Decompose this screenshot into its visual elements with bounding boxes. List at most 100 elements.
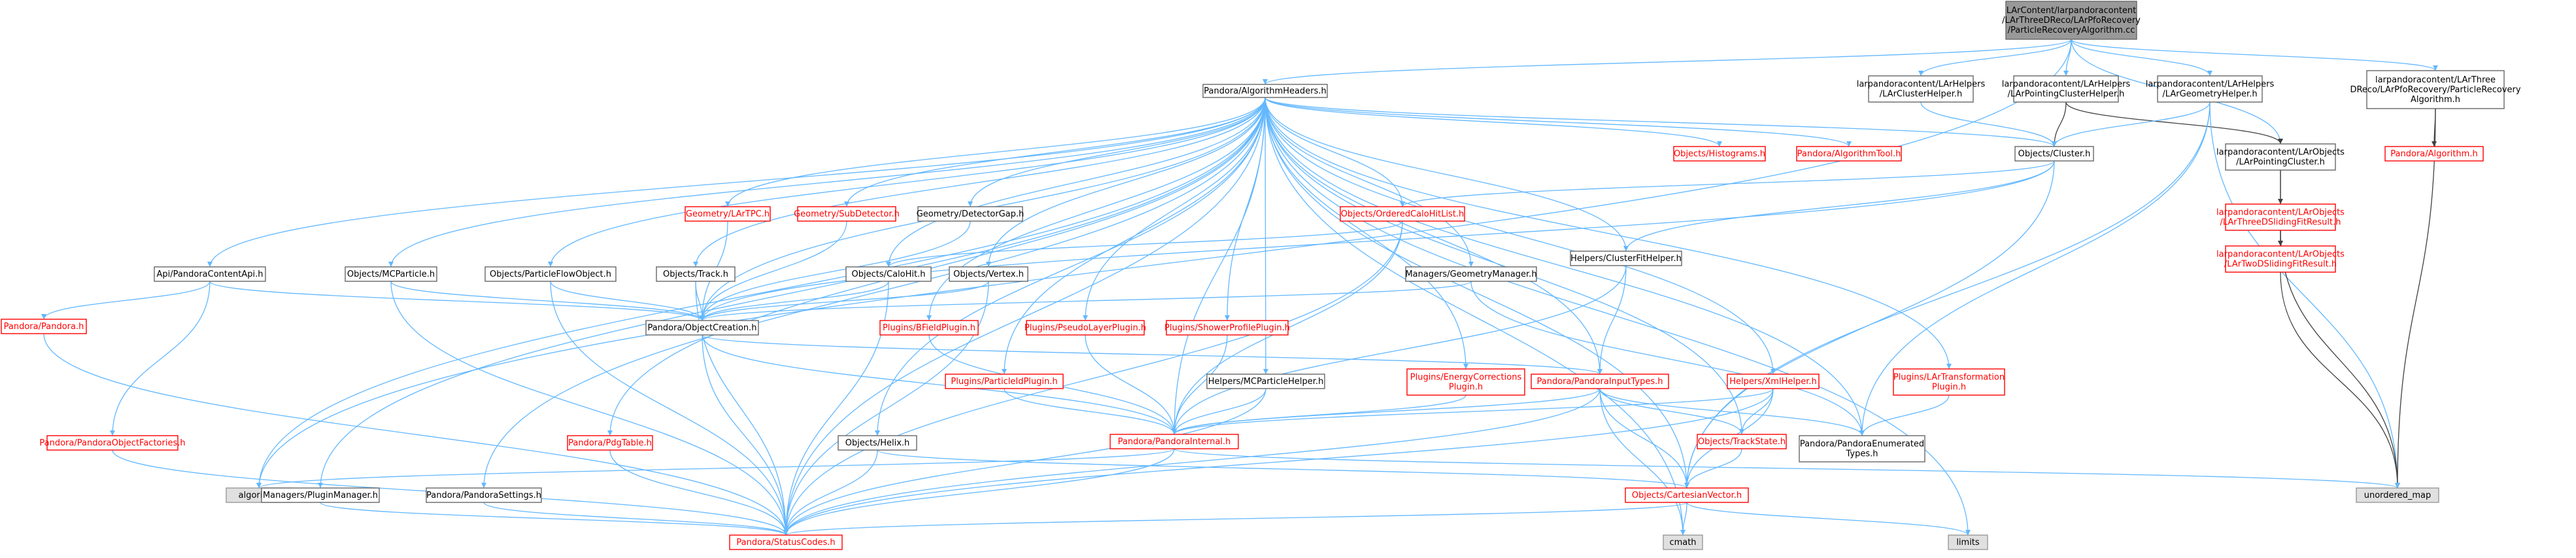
node-palg[interactable]: Pandora/Algorithm.h — [2384, 146, 2484, 162]
node-detgap[interactable]: Geometry/DetectorGap.h — [917, 206, 1025, 222]
edge-cluster-to-cfh — [1625, 160, 2055, 252]
arrowhead-root-to-pra — [2433, 65, 2438, 71]
node-lpc[interactable]: larpandoracontent/LArObjects/LArPointing… — [2216, 143, 2345, 171]
arrowhead-root-to-clh — [1918, 71, 1924, 76]
edge-ltrans-to-penum — [1861, 394, 1950, 436]
node-ltrans-label-line: Plugins/LArTransformation — [1893, 373, 2005, 383]
arrowhead-geoh-to-cluster — [2052, 141, 2057, 147]
node-pfo[interactable]: Objects/ParticleFlowObject.h — [484, 266, 617, 282]
node-cfh[interactable]: Helpers/ClusterFitHelper.h — [1570, 251, 1682, 266]
edge-algh-to-cvec — [1264, 97, 1687, 489]
node-vertex[interactable]: Objects/Vertex.h — [949, 266, 1028, 282]
node-psettings[interactable]: Pandora/PandoraSettings.h — [426, 487, 542, 503]
node-cvec[interactable]: Objects/CartesianVector.h — [1625, 487, 1749, 503]
node-pdg[interactable]: Pandora/PdgTable.h — [567, 435, 653, 451]
edge-och-to-status — [785, 220, 1403, 536]
node-hist[interactable]: Objects/Histograms.h — [1673, 146, 1766, 162]
edge-objcr-to-pit — [702, 334, 1601, 375]
node-clh-label-line: larpandoracontent/LArHelpers — [1857, 80, 1986, 90]
node-track[interactable]: Objects/Track.h — [656, 266, 736, 282]
edge-algh-to-xml — [1264, 97, 1774, 375]
node-algh[interactable]: Pandora/AlgorithmHeaders.h — [1202, 84, 1328, 98]
node-helix[interactable]: Objects/Helix.h — [838, 435, 917, 451]
node-bfield[interactable]: Plugins/BFieldPlugin.h — [879, 320, 979, 336]
node-pit[interactable]: Pandora/PandoraInputTypes.h — [1531, 374, 1669, 389]
node-tstate[interactable]: Objects/TrackState.h — [1697, 434, 1787, 449]
node-pch[interactable]: larpandoracontent/LArHelpers/LArPointing… — [2002, 75, 2131, 103]
node-xml[interactable]: Helpers/XmlHelper.h — [1727, 374, 1820, 389]
node-tpc-label-line: Geometry/LArTPC.h — [686, 209, 770, 219]
node-l2d[interactable]: larpandoracontent/LArObjects/LArTwoDSlid… — [2216, 245, 2345, 273]
node-track-box — [656, 266, 736, 282]
edge-algh-to-pit — [1264, 97, 1601, 375]
node-root-box — [2005, 1, 2137, 40]
edge-pfo-to-objcr — [550, 281, 703, 321]
node-pit-box — [1531, 374, 1669, 389]
edge-pit-to-pint — [1174, 388, 1601, 435]
edge-algh-to-psettings — [483, 97, 1266, 489]
nodes-layer: LArContent/larpandoracontent/LArThreeDRe… — [1, 1, 2521, 550]
edge-cfh-to-pit — [1599, 265, 1627, 375]
edge-algh-to-plugmgr — [320, 97, 1266, 489]
node-cluster[interactable]: Objects/Cluster.h — [2014, 146, 2094, 162]
node-atool[interactable]: Pandora/AlgorithmTool.h — [1796, 146, 1902, 162]
edge-geoh-to-penum — [1861, 101, 2211, 436]
edge-algh-to-cluster — [1264, 97, 2055, 147]
node-pid[interactable]: Plugins/ParticleIdPlugin.h — [945, 374, 1064, 389]
node-pseudo[interactable]: Plugins/PseudoLayerPlugin.h — [1025, 320, 1146, 336]
node-pof[interactable]: Pandora/PandoraObjectFactories.h — [39, 435, 186, 451]
node-geoh-label-line: /LArGeometryHelper.h — [2162, 90, 2257, 99]
node-api-label-line: Api/PandoraContentApi.h — [157, 270, 263, 279]
node-bfield-label-line: Plugins/BFieldPlugin.h — [883, 323, 975, 333]
node-subdet-label-line: Geometry/SubDetector.h — [794, 209, 900, 219]
node-geoh-label-line: larpandoracontent/LArHelpers — [2146, 80, 2275, 90]
node-pra[interactable]: larpandoracontent/LArThreeDReco/LArPfoRe… — [2350, 70, 2521, 109]
node-lpc-label-line: /LArPointingCluster.h — [2236, 158, 2325, 167]
edge-algh-to-tstate — [1264, 97, 1742, 435]
edge-cluster-to-och — [1402, 160, 2055, 207]
arrowhead-api-to-pof — [110, 430, 115, 436]
node-algh-box — [1202, 84, 1328, 98]
node-geoh[interactable]: larpandoracontent/LArHelpers/LArGeometry… — [2146, 75, 2275, 103]
node-status[interactable]: Pandora/StatusCodes.h — [729, 534, 843, 550]
edge-algh-to-status — [785, 97, 1266, 536]
arrowhead-cluster-to-och — [1400, 201, 1405, 207]
node-energy-label-line: Plugin.h — [1449, 383, 1483, 392]
node-bfield-box — [879, 320, 979, 336]
node-mcph[interactable]: Helpers/MCParticleHelper.h — [1206, 374, 1325, 389]
node-calohit[interactable]: Objects/CaloHit.h — [845, 266, 932, 282]
edge-calohit-to-status — [785, 281, 889, 536]
arrowhead-algh-to-shower — [1225, 315, 1230, 321]
node-api[interactable]: Api/PandoraContentApi.h — [154, 266, 266, 282]
node-subdet[interactable]: Geometry/SubDetector.h — [794, 206, 900, 222]
node-shower[interactable]: Plugins/ShowerProfilePlugin.h — [1164, 320, 1290, 336]
node-pfo-label-line: Objects/ParticleFlowObject.h — [490, 270, 611, 279]
node-root[interactable]: LArContent/larpandoracontent/LArThreeDRe… — [2002, 1, 2141, 40]
edge-algh-to-pseudo — [1085, 97, 1266, 321]
edge-pint-to-umap — [1174, 448, 2398, 489]
node-pdg-label-line: Pandora/PdgTable.h — [568, 438, 652, 448]
node-mcp[interactable]: Objects/MCParticle.h — [345, 266, 437, 282]
node-clh[interactable]: larpandoracontent/LArHelpers/LArClusterH… — [1857, 75, 1986, 103]
node-geomgr[interactable]: Managers/GeometryManager.h — [1405, 266, 1537, 282]
edge-api-to-pandora — [43, 281, 211, 320]
arrowhead-cvec-to-limits — [1965, 530, 1971, 535]
edge-root-to-pra — [2071, 39, 2436, 71]
node-objcr[interactable]: Pandora/ObjectCreation.h — [645, 320, 759, 336]
node-plugmgr[interactable]: Managers/PluginManager.h — [261, 487, 380, 503]
arrowhead-algh-to-hist — [1717, 141, 1722, 147]
arrowhead-algh-to-subdet — [844, 201, 849, 207]
node-l3d[interactable]: larpandoracontent/LArObjects/LArThreeDSl… — [2216, 203, 2345, 231]
node-mcph-box — [1206, 374, 1325, 389]
node-status-label-line: Pandora/StatusCodes.h — [736, 538, 835, 548]
arrowhead-algh-to-track — [693, 262, 698, 267]
node-pint[interactable]: Pandora/PandoraInternal.h — [1110, 434, 1239, 449]
node-och[interactable]: Objects/OrderedCaloHitList.h — [1340, 206, 1465, 222]
node-pandora[interactable]: Pandora/Pandora.h — [1, 319, 87, 334]
node-tpc[interactable]: Geometry/LArTPC.h — [685, 206, 771, 222]
edge-psettings-to-status — [483, 502, 787, 536]
node-cmath-label-line: cmath — [1669, 538, 1696, 548]
